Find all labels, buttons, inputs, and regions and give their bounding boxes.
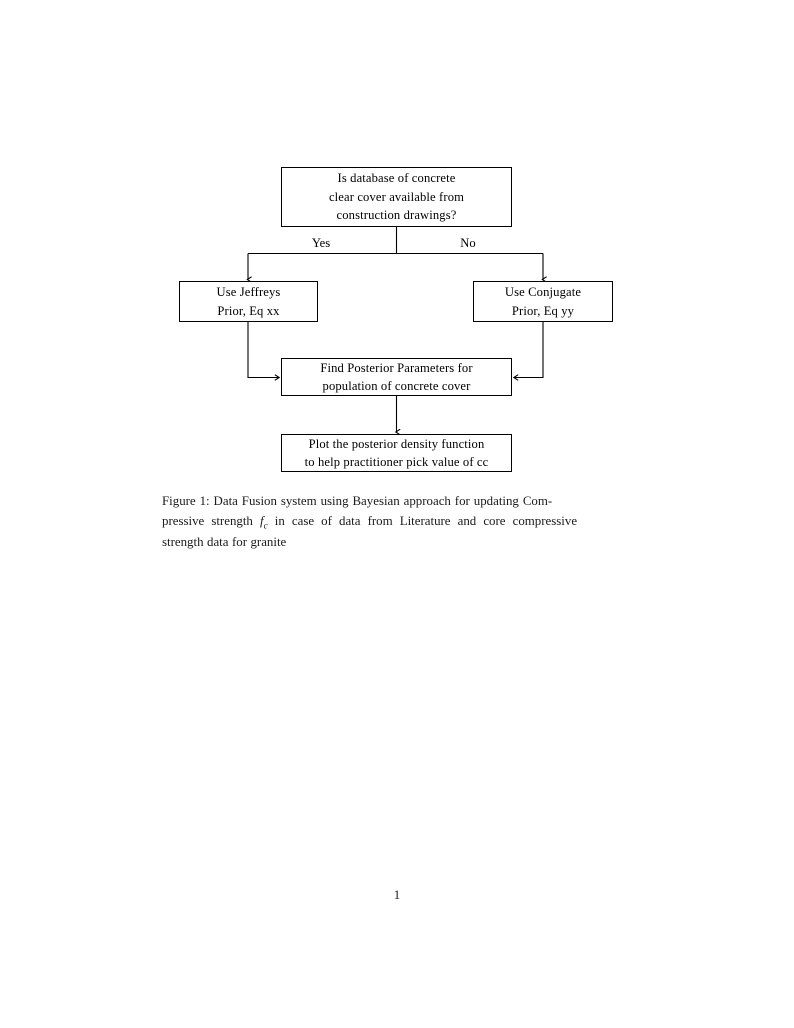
decision-node-database-available: Is database of concrete clear cover avai… — [281, 167, 512, 227]
page-number: 1 — [393, 888, 401, 902]
node-text-line: Find Posterior Parameters for — [320, 360, 473, 375]
process-node-find-posterior: Find Posterior Parameters for population… — [281, 358, 512, 396]
node-text-line: Plot the posterior density function — [308, 436, 485, 451]
node-text-line: Use Conjugate — [504, 285, 582, 300]
node-text-line: Prior, Eq yy — [511, 303, 575, 318]
node-text-line: construction drawings? — [336, 208, 457, 223]
figure-flowchart: Is database of concrete clear cover avai… — [0, 0, 794, 500]
edge-jeffreys-to-posterior — [247, 322, 279, 378]
flowchart-connectors — [0, 227, 794, 500]
process-node-jeffreys-prior: Use Jeffreys Prior, Eq xx — [179, 281, 318, 322]
figure-caption: Figure 1: Data Fusion system using Bayes… — [162, 492, 632, 553]
edge-label-no: No — [460, 236, 476, 250]
edge-conjugate-to-posterior — [514, 322, 544, 378]
node-text-line: clear cover available from — [328, 189, 465, 204]
caption-line-2-after-math: in case of data from Literature and core… — [274, 513, 578, 528]
caption-line-1: Figure 1: Data Fusion system using Bayes… — [162, 494, 553, 508]
node-text-line: Use Jeffreys — [216, 285, 281, 300]
node-text-line: population of concrete cover — [322, 379, 471, 393]
process-node-conjugate-prior: Use Conjugate Prior, Eq yy — [473, 281, 613, 322]
node-text-line: Prior, Eq xx — [217, 303, 280, 318]
process-node-plot-density: Plot the posterior density function to h… — [281, 434, 512, 472]
edge-label-yes: Yes — [311, 236, 331, 250]
caption-line-2-before-math: pressive strength — [162, 513, 253, 528]
node-text-line: to help practitioner pick value of cc — [304, 455, 489, 469]
node-text-line: Is database of concrete — [337, 171, 456, 186]
caption-line-2: pressive strength fc in case of data fro… — [162, 512, 632, 534]
caption-line-3: strength data for granite — [162, 535, 287, 550]
math-symbol-fc: fc — [259, 513, 268, 532]
